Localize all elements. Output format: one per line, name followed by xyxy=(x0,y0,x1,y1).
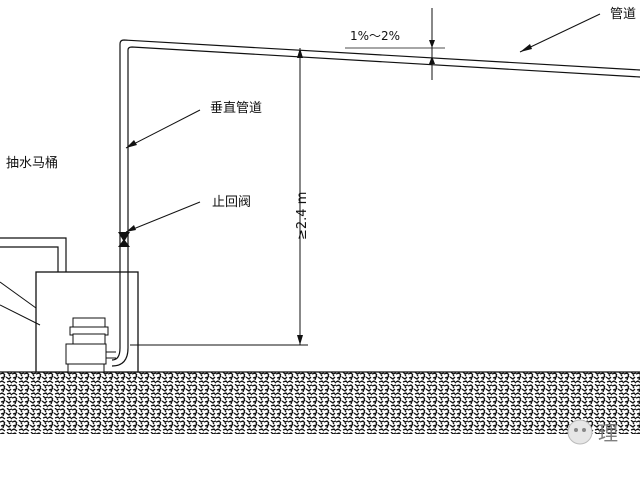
watermark-text: 理 xyxy=(598,421,618,445)
leader-lines xyxy=(0,13,601,326)
pump-toilet-label: 抽水马桶 xyxy=(6,156,58,171)
height-dimension xyxy=(130,48,308,346)
vertical-pipe-label: 垂直管道 xyxy=(210,101,262,116)
pump-motor xyxy=(65,317,116,373)
height-label: ≥2.4 m xyxy=(295,192,310,240)
watermark: 理 xyxy=(567,419,618,445)
inlet-pipe xyxy=(0,237,67,272)
vertical-pipe xyxy=(111,39,640,367)
pipe-label: 管道 xyxy=(610,7,636,22)
slope-label: 1%～2% xyxy=(350,29,400,43)
slope-marker xyxy=(345,8,445,80)
ground-gravel xyxy=(0,372,640,434)
check-valve xyxy=(118,232,130,247)
check-valve-label: 止回阀 xyxy=(212,195,251,210)
